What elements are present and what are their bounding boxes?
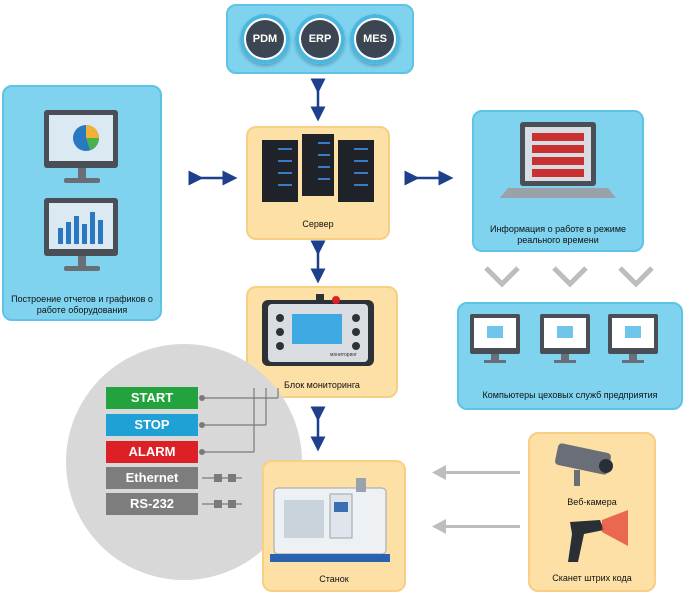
computers-icon bbox=[470, 314, 658, 363]
bar-chart-monitor-icon bbox=[44, 198, 118, 271]
enterprise-systems-box: PDM ERP MES bbox=[226, 4, 414, 74]
pdm-badge: PDM bbox=[240, 14, 290, 64]
scanner-label: Сканет штрих кода bbox=[552, 573, 632, 583]
server-rack-icon bbox=[262, 134, 374, 202]
computers-label: Компьютеры цеховых служб предприятия bbox=[482, 390, 658, 400]
chevrons-icon bbox=[484, 266, 654, 288]
webcam-label: Веб-камера bbox=[567, 497, 617, 507]
monitoring-label: Блок мониторинга bbox=[284, 380, 360, 390]
signal-wires bbox=[202, 388, 279, 505]
realtime-label: Информация о работе в режиме реального в… bbox=[489, 224, 627, 245]
server-label: Сервер bbox=[302, 219, 334, 229]
laptop-icon bbox=[500, 122, 616, 198]
machine-label: Станок bbox=[319, 574, 349, 584]
webcam-icon bbox=[555, 443, 613, 486]
signal-ethernet: Ethernet bbox=[106, 467, 198, 489]
mes-label: MES bbox=[356, 20, 394, 58]
mes-badge: MES bbox=[350, 14, 400, 64]
erp-badge: ERP bbox=[295, 14, 345, 64]
signal-stop: STOP bbox=[106, 414, 198, 436]
pie-chart-monitor-icon bbox=[44, 110, 118, 183]
grey-arrow-scanner bbox=[432, 519, 520, 534]
cnc-machine-icon bbox=[270, 478, 390, 562]
device-label: мониторинг bbox=[330, 352, 357, 358]
barcode-scanner-icon bbox=[568, 510, 628, 562]
monitoring-device-icon bbox=[262, 294, 374, 366]
signal-rs232: RS-232 bbox=[106, 493, 198, 515]
wire-connectors bbox=[199, 395, 236, 508]
reports-label: Построение отчетов и графиков о работе о… bbox=[11, 294, 153, 315]
signal-start: START bbox=[106, 387, 198, 409]
erp-label: ERP bbox=[301, 20, 339, 58]
pdm-label: PDM bbox=[246, 20, 284, 58]
grey-arrow-webcam bbox=[432, 465, 520, 480]
signal-alarm: ALARM bbox=[106, 441, 198, 463]
